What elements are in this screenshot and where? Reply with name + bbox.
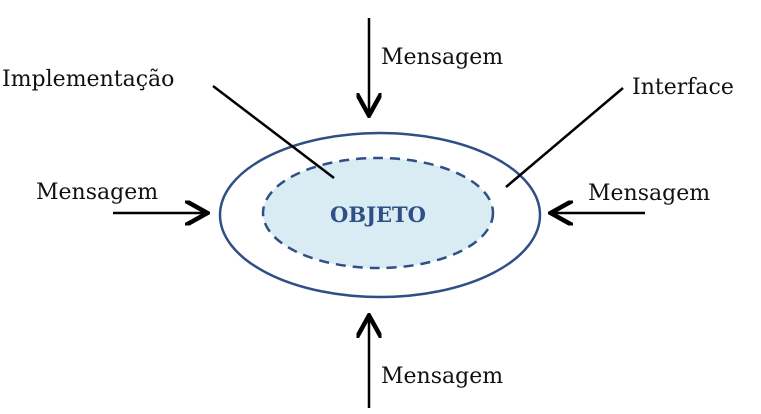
message-top-label: Mensagem [381, 45, 503, 70]
interface-label: Interface [632, 75, 734, 100]
implementation-label: Implementação [2, 67, 174, 92]
message-bottom-label: Mensagem [381, 364, 503, 389]
center-label-objeto: OBJETO [330, 202, 426, 227]
message-left-label: Mensagem [36, 180, 158, 205]
implementation-pointer-line [212, 85, 335, 179]
inner-ellipse-implementation [261, 156, 495, 270]
message-right-label: Mensagem [588, 181, 710, 206]
interface-pointer-line [505, 87, 624, 188]
